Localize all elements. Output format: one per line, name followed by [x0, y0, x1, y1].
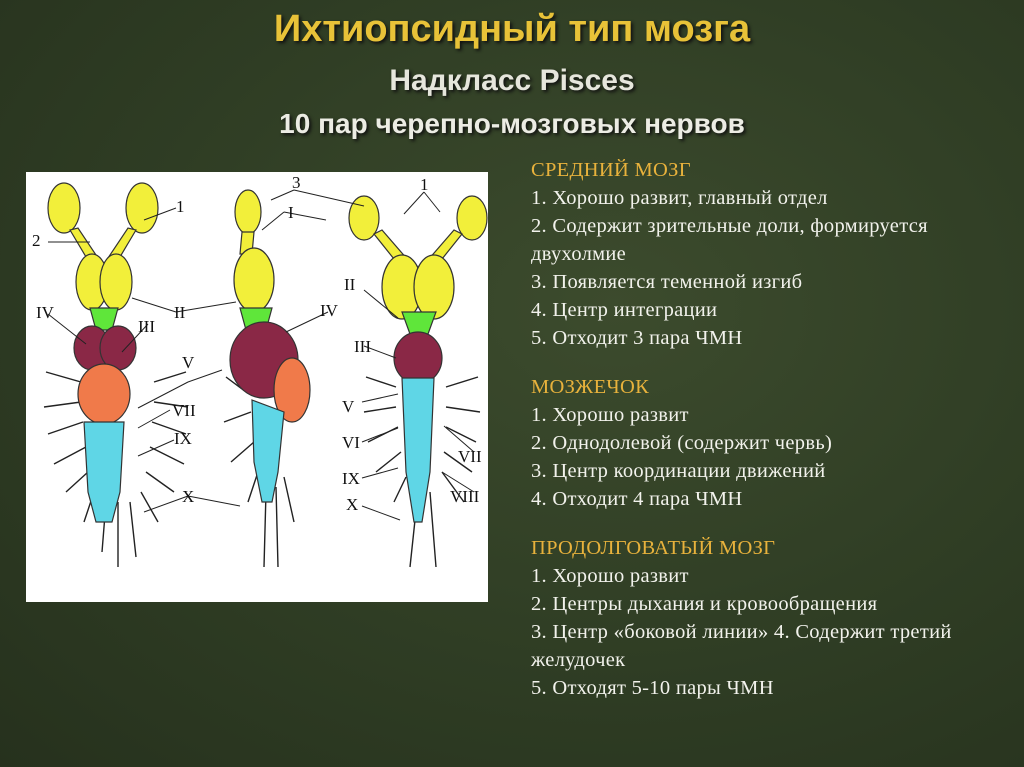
list-item: 4. Центр интеграции — [531, 299, 718, 321]
label-IV-left: IV — [36, 303, 55, 322]
section-heading-midbrain: СРЕДНИЙ МОЗГ — [531, 159, 691, 181]
slide-note: 10 пар черепно-мозговых нервов — [279, 108, 745, 139]
label-III-left: III — [138, 317, 155, 336]
label-1-left: 1 — [176, 197, 185, 216]
section-midbrain: СРЕДНИЙ МОЗГ 1. Хорошо развит, главный о… — [531, 156, 1011, 352]
section-heading-cerebellum: МОЗЖЕЧОК — [531, 376, 650, 398]
label-VII-left: VII — [172, 401, 196, 420]
label-III-right: III — [354, 337, 371, 356]
section-items-cerebellum: 1. Хорошо развит 2. Однодолевой (содержи… — [531, 401, 1011, 513]
label-II-left: II — [174, 303, 186, 322]
slide-title: Ихтиопсидный тип мозга — [273, 8, 751, 50]
brain-dorsal-view — [47, 182, 159, 523]
section-items-midbrain: 1. Хорошо развит, главный отдел 2. Содер… — [531, 184, 1011, 352]
text-column: СРЕДНИЙ МОЗГ 1. Хорошо развит, главный о… — [531, 156, 1011, 723]
label-2: 2 — [32, 231, 41, 250]
label-II-right: II — [344, 275, 356, 294]
label-IV-right: IV — [320, 301, 339, 320]
label-1-right: 1 — [420, 175, 429, 194]
label-X-left: X — [182, 487, 194, 506]
list-item: 5. Отходит 3 пара ЧМН — [531, 327, 743, 349]
list-item: 2. Центры дыхания и кровообращения — [531, 593, 878, 615]
label-VIII: VIII — [450, 487, 480, 506]
section-heading-medulla: ПРОДОЛГОВАТЫЙ МОЗГ — [531, 537, 776, 559]
label-I: I — [288, 203, 294, 222]
slide-subtitle: Надкласс Pisces — [389, 64, 635, 97]
list-item: 3. Центр «боковой линии» 4. Содержит тре… — [531, 621, 952, 671]
list-item: 1. Хорошо развит, главный отдел — [531, 187, 828, 209]
list-item: 3. Появляется теменной изгиб — [531, 271, 803, 293]
section-cerebellum: МОЗЖЕЧОК 1. Хорошо развит 2. Однодолевой… — [531, 373, 1011, 513]
label-X-right: X — [346, 495, 358, 514]
list-item: 1. Хорошо развит — [531, 404, 689, 426]
list-item: 5. Отходят 5-10 пары ЧМН — [531, 677, 774, 699]
fish-brain-diagram: 1 2 3 1 I II II III III IV IV V V VI VII… — [26, 172, 488, 602]
brain-lateral-view — [229, 189, 311, 503]
label-VI: VI — [342, 433, 360, 452]
list-item: 2. Содержит зрительные доли, формируется… — [531, 215, 928, 265]
list-item: 2. Однодолевой (содержит червь) — [531, 432, 833, 454]
label-VII-right: VII — [458, 447, 482, 466]
brain-ventral-view — [348, 195, 488, 523]
label-IX-left: IX — [174, 429, 192, 448]
diagram-labels: 1 2 3 1 I II II III III IV IV V V VI VII… — [32, 173, 482, 514]
list-item: 4. Отходит 4 пара ЧМН — [531, 488, 743, 510]
label-V-right: V — [342, 397, 355, 416]
list-item: 3. Центр координации движений — [531, 460, 826, 482]
label-3: 3 — [292, 173, 301, 192]
list-item: 1. Хорошо развит — [531, 565, 689, 587]
section-medulla: ПРОДОЛГОВАТЫЙ МОЗГ 1. Хорошо развит 2. Ц… — [531, 534, 1011, 702]
label-V-left: V — [182, 353, 195, 372]
label-IX-right: IX — [342, 469, 360, 488]
section-items-medulla: 1. Хорошо развит 2. Центры дыхания и кро… — [531, 562, 1011, 702]
fish-brain-illustration: 1 2 3 1 I II II III III IV IV V V VI VII… — [32, 173, 488, 568]
